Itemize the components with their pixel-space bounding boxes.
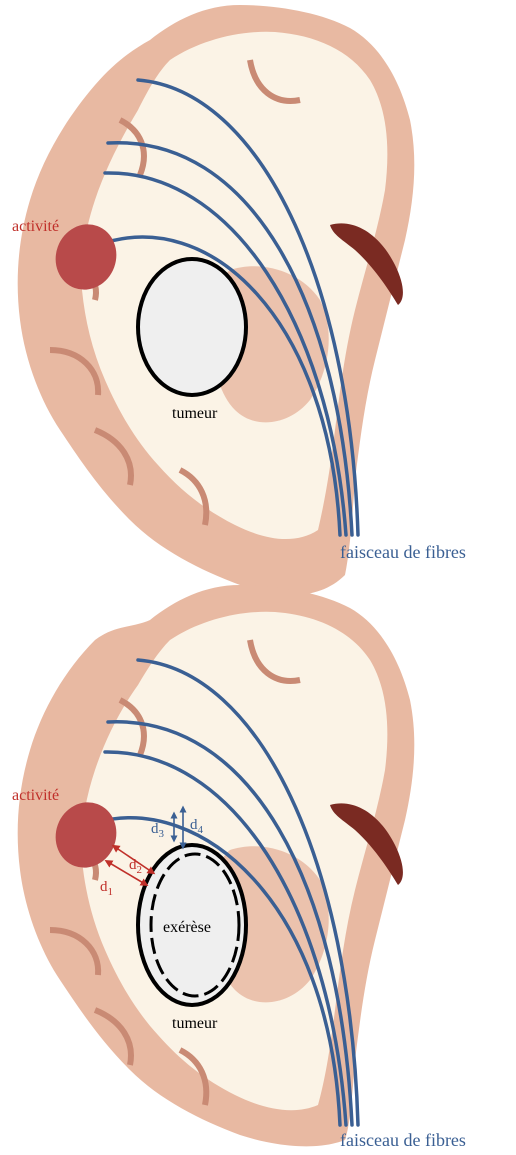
activity-label: activité bbox=[12, 787, 59, 804]
tumor-ellipse bbox=[138, 259, 246, 395]
activity-label: activité bbox=[12, 218, 59, 235]
tumor-label: tumeur bbox=[172, 405, 218, 422]
panel-bottom: activité exérèse tumeur d1 d2 d3 d4 fais… bbox=[12, 585, 466, 1150]
fiber-bundle-label: faisceau de fibres bbox=[340, 1130, 466, 1150]
panel-top: activité tumeur faisceau de fibres bbox=[12, 5, 466, 595]
fiber-bundle-label: faisceau de fibres bbox=[340, 542, 466, 562]
resection-label: exérèse bbox=[163, 919, 211, 936]
tumor-label: tumeur bbox=[172, 1015, 218, 1032]
